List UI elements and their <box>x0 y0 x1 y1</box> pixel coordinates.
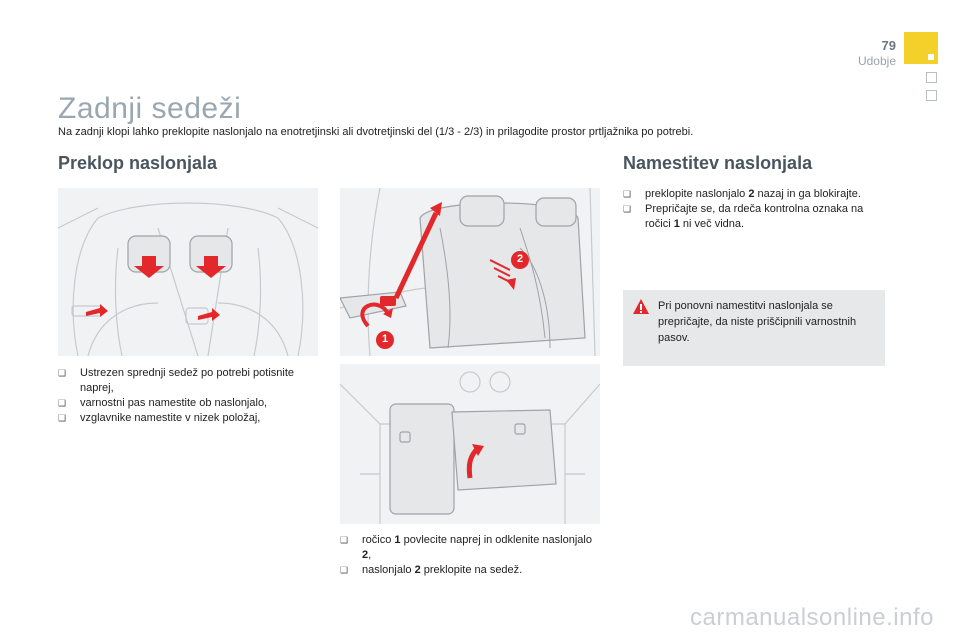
seat-illustration <box>58 202 318 356</box>
figure-headrests-lowered <box>58 188 318 356</box>
section-heading-fold: Preklop naslonjala <box>58 153 218 173</box>
watermark: carmanualsonline.info <box>690 604 934 631</box>
figure-trunk-folded <box>340 364 600 524</box>
trunk-illustration <box>340 371 600 524</box>
restore-steps-list: preklopite naslonjalo 2 nazaj in ga blok… <box>623 187 885 232</box>
list-item: varnostni pas namestite ob naslonjalo, <box>58 396 318 411</box>
chapter-tab-active[interactable] <box>904 32 938 64</box>
warning-note-text: Pri ponovni namestitvi naslonjala se pre… <box>658 300 857 344</box>
chapter-label: Udobje <box>857 54 896 68</box>
page-number: 79 <box>881 38 896 53</box>
list-item: Ustrezen sprednji sedež po potrebi potis… <box>58 366 318 396</box>
list-item: naslonjalo 2 preklopite na sedež. <box>340 563 600 578</box>
list-item: Prepričajte se, da rdeča kontrolna oznak… <box>623 202 885 232</box>
section-heading-restore: Namestitev naslonjala <box>623 153 813 173</box>
warning-icon <box>633 299 649 314</box>
fold-steps-list: Ustrezen sprednji sedež po potrebi potis… <box>58 366 318 426</box>
list-item: vzglavnike namestite v nizek položaj, <box>58 411 318 426</box>
release-steps-list: ročico 1 povlecite naprej in odklenite n… <box>340 533 600 578</box>
callout-1: 1 <box>381 333 389 345</box>
warning-note: Pri ponovni namestitvi naslonjala se pre… <box>623 290 885 366</box>
list-item: ročico 1 povlecite naprej in odklenite n… <box>340 533 600 563</box>
figure-lever-release: 1 2 <box>340 188 600 356</box>
lever-illustration <box>340 188 596 356</box>
list-item: preklopite naslonjalo 2 nazaj in ga blok… <box>623 187 885 202</box>
chapter-tab[interactable] <box>926 90 937 101</box>
chapter-tab[interactable] <box>926 72 937 83</box>
callout-2: 2 <box>516 253 524 265</box>
page-title: Zadnji sedeži <box>58 92 242 125</box>
intro-text: Na zadnji klopi lahko preklopite naslonj… <box>58 126 694 138</box>
